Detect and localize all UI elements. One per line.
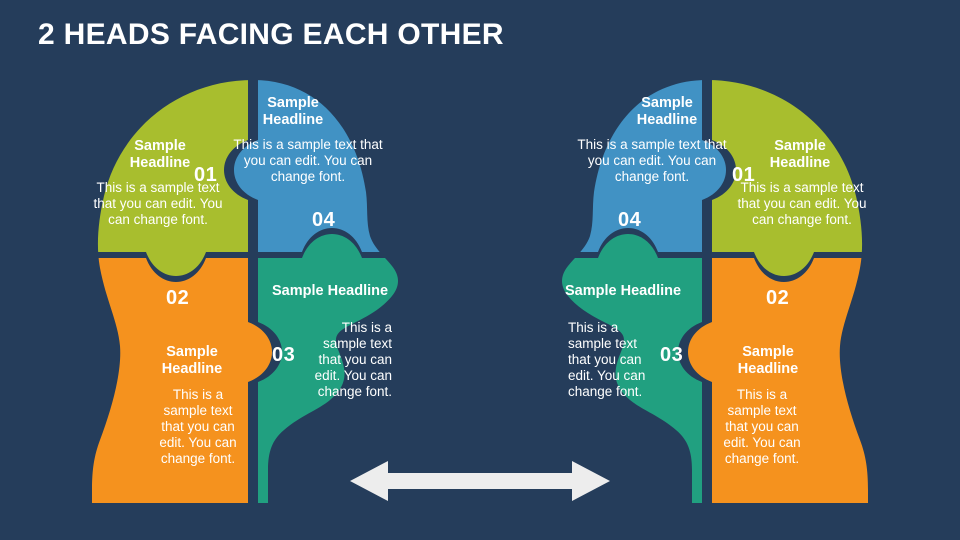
page-title: 2 HEADS FACING EACH OTHER (38, 18, 504, 51)
left-number-02: 02 (166, 287, 190, 309)
right-number-04: 04 (618, 209, 642, 231)
right-number-02: 02 (766, 287, 790, 309)
right-piece-orange[interactable] (688, 258, 900, 520)
right-head-group (562, 80, 900, 520)
left-number-04: 04 (312, 209, 336, 231)
right-number-03: 03 (660, 344, 684, 366)
left-number-01: 01 (194, 164, 218, 186)
left-piece-olive[interactable] (60, 60, 248, 276)
double-arrow (350, 461, 610, 501)
left-number-03: 03 (272, 344, 296, 366)
left-head-group (60, 60, 398, 503)
right-number-01: 01 (732, 164, 756, 186)
